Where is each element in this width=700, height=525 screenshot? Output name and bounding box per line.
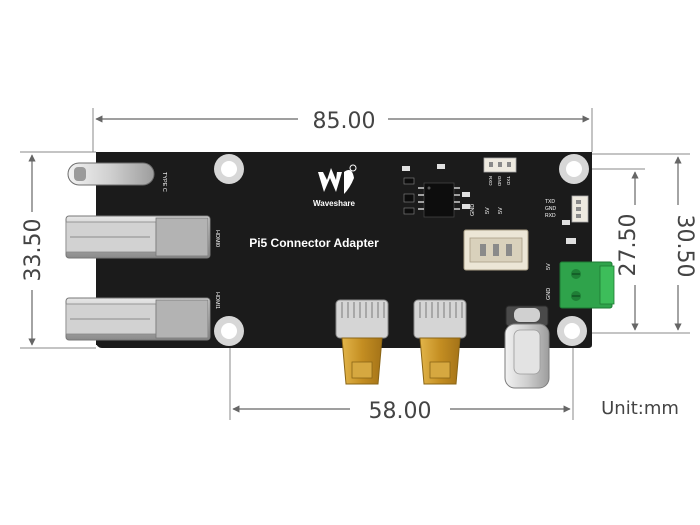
- board-title: Pi5 Connector Adapter: [249, 236, 379, 250]
- fan-pin-2: 5V: [485, 207, 491, 214]
- hdmi0-port: [65, 215, 211, 259]
- mounting-hole-top-left: [214, 154, 244, 184]
- power-terminal-block: 5V GND: [546, 261, 615, 309]
- waveshare-logo: Waveshare: [313, 164, 357, 208]
- mounting-hole-bottom-left: [214, 316, 244, 346]
- smd-components: [402, 164, 576, 244]
- type-c-silk-label: TYPE C: [161, 172, 167, 192]
- unit-label: Unit:mm: [601, 398, 679, 419]
- hdmi1-silk-label: HDMI1: [214, 292, 220, 309]
- mounting-hole-bottom-right: [557, 316, 587, 346]
- bottom-width-label: 58.00: [369, 399, 432, 424]
- hdmi0-silk-label: HDMI0: [214, 230, 220, 247]
- power-pin-1: 5V: [546, 263, 552, 270]
- right-outer-height-dimension: 30.50: [592, 153, 697, 334]
- uart-right-connector: TXD GND RXD: [545, 195, 589, 223]
- fan-pin-1: GND: [470, 204, 476, 216]
- fan-connector: GND 5V 5V: [463, 204, 529, 271]
- uart-right-pin-1: TXD: [545, 199, 555, 205]
- type-c-port: [67, 162, 155, 186]
- brand-text: Waveshare: [313, 199, 356, 208]
- left-height-dimension: 33.50: [20, 151, 96, 349]
- right-inner-height-label: 27.50: [616, 214, 641, 277]
- uart-top-pin-1: RXD: [488, 176, 493, 186]
- right-inner-height-dimension: 27.50: [590, 168, 645, 334]
- fan-pin-3: 5V: [498, 207, 504, 214]
- right-outer-height-label: 30.50: [672, 215, 697, 278]
- ic-chip: [418, 182, 460, 218]
- mounting-hole-top-right: [559, 154, 589, 184]
- left-height-label: 33.50: [21, 219, 46, 282]
- usb-c-plug: [504, 305, 550, 389]
- uart-right-pin-2: GND: [545, 206, 557, 212]
- hdmi1-port: [65, 297, 211, 341]
- top-width-dimension: 85.00: [92, 108, 593, 152]
- uart-top-pin-3: TXD: [506, 176, 511, 186]
- uart-top-pin-2: GND: [497, 176, 502, 187]
- uart-right-pin-3: RXD: [545, 213, 556, 219]
- power-pin-2: GND: [546, 288, 552, 300]
- micro-hdmi-0: [335, 299, 389, 385]
- top-width-label: 85.00: [313, 109, 376, 134]
- uart-top-connector: RXD GND TXD: [483, 157, 517, 187]
- bottom-width-dimension: 58.00: [229, 345, 574, 424]
- pcb-board: [96, 152, 592, 348]
- micro-hdmi-1: [413, 299, 467, 385]
